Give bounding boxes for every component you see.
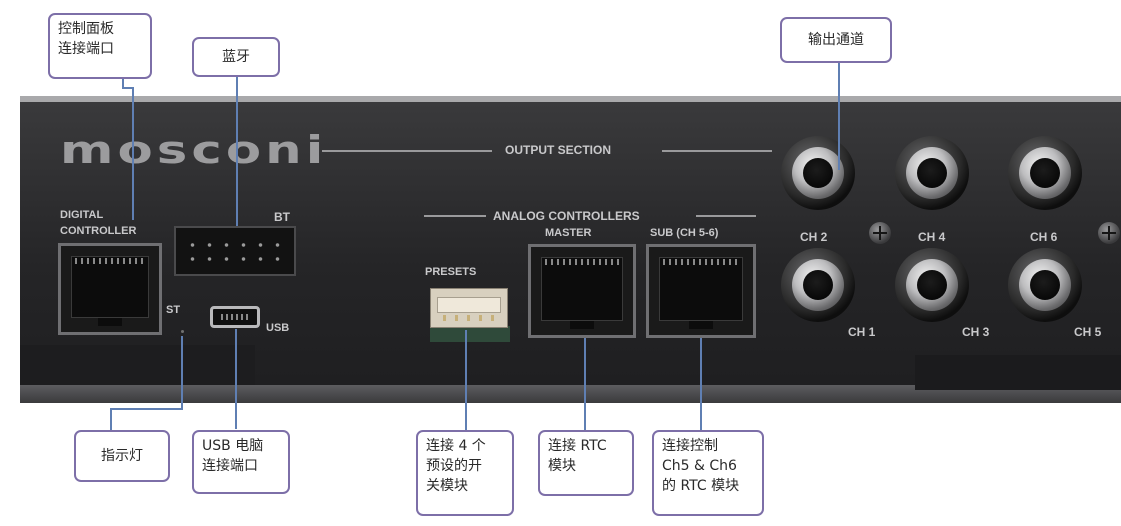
panel-screw-1 — [869, 222, 891, 244]
ch4-label: CH 4 — [918, 230, 946, 244]
analog-rule-right — [696, 215, 756, 217]
ch5-label: CH 5 — [1074, 325, 1102, 339]
presets-connector[interactable] — [430, 288, 508, 328]
st-label: ST — [166, 304, 181, 316]
output-section-label: OUTPUT SECTION — [505, 143, 612, 157]
callout-usb-line2: 连接端口 — [202, 458, 258, 474]
callout-presets: 连接 4 个 预设的开 关模块 — [416, 430, 514, 516]
callout-indicator-light: 指示灯 — [74, 430, 170, 482]
digital-controller-label-1: DIGITAL — [60, 209, 104, 221]
leader-presets — [465, 330, 467, 430]
ch6-label: CH 6 — [1030, 230, 1058, 244]
usb-port[interactable] — [210, 306, 260, 328]
panel-bottom-lip — [20, 385, 1121, 403]
leader-indicator-2 — [110, 408, 183, 410]
analog-rule-left — [424, 215, 486, 217]
callout-usb-line1: USB 电脑 — [202, 438, 264, 454]
digital-controller-label-2: CONTROLLER — [60, 225, 137, 237]
master-label: MASTER — [545, 227, 592, 239]
bluetooth-header[interactable] — [174, 226, 296, 276]
rca-output-ch2[interactable] — [781, 136, 855, 210]
ch3-label: CH 3 — [962, 325, 990, 339]
callout-indicator-text: 指示灯 — [101, 448, 143, 464]
callout-sub-rtc-line2: Ch5 & Ch6 — [662, 458, 737, 474]
callout-output-channels: 输出通道 — [780, 17, 892, 63]
callout-sub-rtc-line1: 连接控制 — [662, 438, 718, 454]
analog-controllers-label: ANALOG CONTROLLERS — [493, 209, 640, 223]
output-section-rule-right — [662, 150, 772, 152]
leader-indicator-1 — [181, 336, 183, 410]
rca-output-ch6[interactable] — [1008, 136, 1082, 210]
sub-rtc-port[interactable] — [646, 244, 756, 338]
status-led — [181, 330, 184, 333]
leader-control-panel-3 — [132, 87, 134, 220]
master-rtc-port[interactable] — [528, 244, 636, 338]
callout-sub-rtc-line3: 的 RTC 模块 — [662, 478, 740, 494]
rca-output-ch5[interactable] — [1008, 248, 1082, 322]
leader-rtc — [584, 338, 586, 430]
bt-label: BT — [274, 210, 290, 224]
presets-pcb — [430, 326, 510, 342]
chassis-foot-right — [915, 355, 1121, 390]
output-section-rule-left — [322, 150, 492, 152]
leader-control-panel-1 — [122, 78, 124, 88]
usb-label: USB — [266, 322, 290, 334]
callout-bluetooth-text: 蓝牙 — [222, 49, 250, 65]
rca-output-ch3[interactable] — [895, 248, 969, 322]
leader-indicator-3 — [110, 408, 112, 430]
panel-screw-2 — [1098, 222, 1120, 244]
leader-usb — [235, 329, 237, 429]
leader-bluetooth — [236, 76, 238, 226]
callout-presets-line2: 预设的开 — [426, 458, 482, 474]
ch1-label: CH 1 — [848, 325, 876, 339]
rca-output-ch4[interactable] — [895, 136, 969, 210]
leader-output — [838, 62, 840, 170]
callout-presets-line3: 关模块 — [426, 478, 468, 494]
callout-control-panel-line2: 连接端口 — [58, 41, 114, 57]
brand-logo: mosconi — [60, 128, 328, 172]
callout-output-text: 输出通道 — [808, 32, 864, 48]
leader-sub-rtc — [700, 338, 702, 430]
presets-label: PRESETS — [425, 266, 477, 278]
callout-control-panel-line1: 控制面板 — [58, 21, 114, 37]
callout-control-panel-port: 控制面板 连接端口 — [48, 13, 152, 79]
callout-usb-port: USB 电脑 连接端口 — [192, 430, 290, 494]
callout-rtc-line2: 模块 — [548, 458, 576, 474]
rca-output-ch1[interactable] — [781, 248, 855, 322]
callout-rtc: 连接 RTC 模块 — [538, 430, 634, 496]
callout-sub-rtc: 连接控制 Ch5 & Ch6 的 RTC 模块 — [652, 430, 764, 516]
callout-bluetooth: 蓝牙 — [192, 37, 280, 77]
digital-controller-port[interactable] — [58, 243, 162, 335]
ch2-label: CH 2 — [800, 230, 828, 244]
callout-presets-line1: 连接 4 个 — [426, 438, 486, 454]
leader-control-panel-2 — [122, 87, 134, 89]
callout-rtc-line1: 连接 RTC — [548, 438, 607, 454]
sub-label: SUB (CH 5-6) — [650, 227, 719, 239]
chassis-foot-left — [20, 345, 255, 385]
